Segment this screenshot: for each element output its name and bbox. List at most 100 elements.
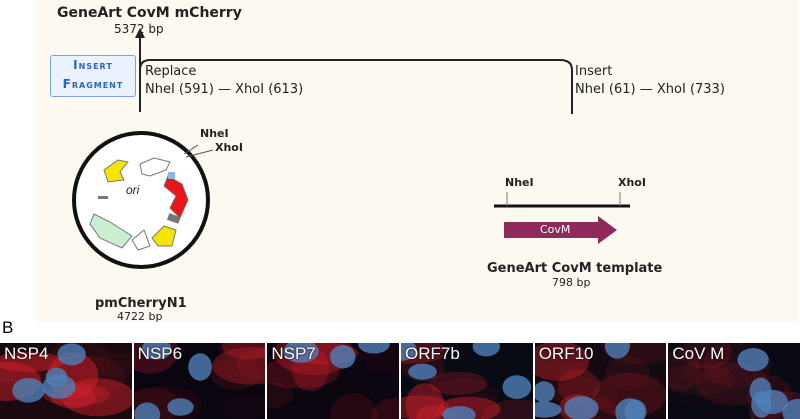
site-pointer-xhoi (185, 149, 214, 158)
nucleus (358, 343, 391, 354)
nucleus (141, 343, 172, 360)
red-signal (401, 395, 450, 419)
red-signal (682, 343, 732, 369)
red-signal (549, 362, 594, 406)
plasmid-feature-red (163, 175, 189, 219)
vector-size: 4722 bp (117, 310, 163, 323)
insert-sites: NheI (61) — XhoI (733) (575, 82, 725, 97)
insert-fragment-line2: Fragment (62, 77, 124, 91)
plasmid-feature-yellow-2 (151, 225, 177, 247)
red-signal (91, 352, 132, 379)
nucleus (330, 344, 356, 369)
nucleus (534, 401, 562, 418)
micrograph-nsp7: NSP7 (265, 343, 400, 419)
micrograph-label: ORF10 (538, 344, 594, 363)
nucleus (737, 348, 770, 372)
red-signal (267, 357, 340, 389)
template-site-xhoi: XhoI (618, 176, 646, 189)
cloning-diagram: ori (72, 28, 630, 269)
insert-fragment-box: Insert Fragment (50, 55, 136, 97)
nucleus (502, 375, 532, 400)
product-name: GeneArt CovM mCherry (57, 5, 242, 21)
red-signal (480, 399, 533, 419)
nucleus (12, 377, 45, 403)
red-signal (557, 369, 600, 404)
red-signal (216, 395, 266, 419)
micrograph-label: NSP6 (137, 344, 183, 363)
red-signal (592, 372, 667, 418)
replace-sites: NheI (591) — XhoI (613) (145, 82, 304, 97)
micrograph-orf7b: ORF7b (399, 343, 533, 419)
plasmid-feature-green (89, 213, 133, 249)
nucleus (45, 367, 68, 387)
template-name: GeneArt CovM template (487, 261, 663, 276)
red-signal (428, 371, 488, 395)
vector-site-xhoi: XhoI (215, 141, 243, 154)
nucleus (166, 398, 194, 416)
red-signal (371, 397, 400, 419)
microscopy-strip: NSP4 NSP6 NSP7 ORF7b ORF10 CoV M (0, 343, 800, 419)
micrograph-orf10: ORF10 (532, 343, 667, 419)
red-signal (430, 378, 499, 414)
plasmid-feature-blue (168, 172, 175, 179)
micrograph-label: ORF7b (405, 344, 460, 363)
red-signal (211, 347, 266, 385)
micrograph-image (133, 343, 266, 419)
covm-gene-label: CovM (540, 223, 571, 236)
ori-label: ori (126, 183, 140, 197)
insert-title: Insert (575, 64, 613, 79)
plasmid-feature-grey-1 (166, 213, 181, 224)
micrograph-image (267, 343, 400, 419)
micrograph-nsp4: NSP4 (0, 343, 132, 419)
template-site-nhei: NheI (505, 176, 534, 189)
red-signal (405, 383, 445, 419)
micrograph-cov-m: CoV M (666, 343, 800, 419)
plasmid-feature-white-2 (131, 229, 151, 251)
vector-site-nhei: NheI (200, 127, 229, 140)
plasmid-feature-grey-2 (98, 196, 108, 199)
replace-title: Replace (145, 64, 197, 79)
micrograph-nsp6: NSP6 (131, 343, 266, 419)
red-signal (236, 347, 266, 382)
product-size: 5372 bp (114, 22, 164, 36)
nucleus (604, 343, 630, 359)
red-signal (668, 347, 701, 392)
site-pointer-nhei (183, 144, 199, 155)
covm-arrow (504, 216, 617, 244)
nucleus (624, 399, 647, 419)
nucleus (133, 402, 160, 419)
micrograph-image (401, 343, 533, 419)
nucleus (563, 396, 599, 419)
panel-b-label: B (2, 318, 14, 337)
micrograph-image (0, 343, 132, 419)
red-signal (210, 357, 261, 390)
template-size: 798 bp (552, 276, 591, 289)
micrograph-image (668, 343, 800, 419)
vector-name: pmCherryN1 (95, 296, 187, 311)
product-arrow-head (135, 28, 145, 38)
swap-bracket (139, 59, 573, 114)
red-signal (668, 363, 735, 396)
micrograph-label: NSP4 (4, 344, 49, 363)
red-signal (681, 357, 731, 385)
nucleus (57, 343, 86, 366)
nucleus (534, 381, 555, 403)
red-signal (61, 378, 132, 417)
micrograph-label: CoV M (672, 344, 725, 363)
nucleus (187, 353, 212, 381)
red-signal (0, 351, 64, 372)
red-signal (604, 355, 650, 391)
nucleus (442, 406, 476, 419)
plasmid-feature-yellow-1 (103, 159, 129, 183)
micrograph-image (534, 343, 667, 419)
red-signal (330, 393, 378, 419)
red-signal (221, 343, 266, 360)
nucleus (472, 343, 501, 357)
red-signal (534, 343, 589, 381)
nucleus (401, 343, 417, 361)
red-signal (216, 343, 266, 359)
micrograph-label: NSP7 (271, 344, 316, 363)
nucleus (408, 363, 437, 380)
insert-fragment-line1: Insert (73, 58, 113, 72)
plasmid-feature-white-1 (139, 157, 171, 177)
